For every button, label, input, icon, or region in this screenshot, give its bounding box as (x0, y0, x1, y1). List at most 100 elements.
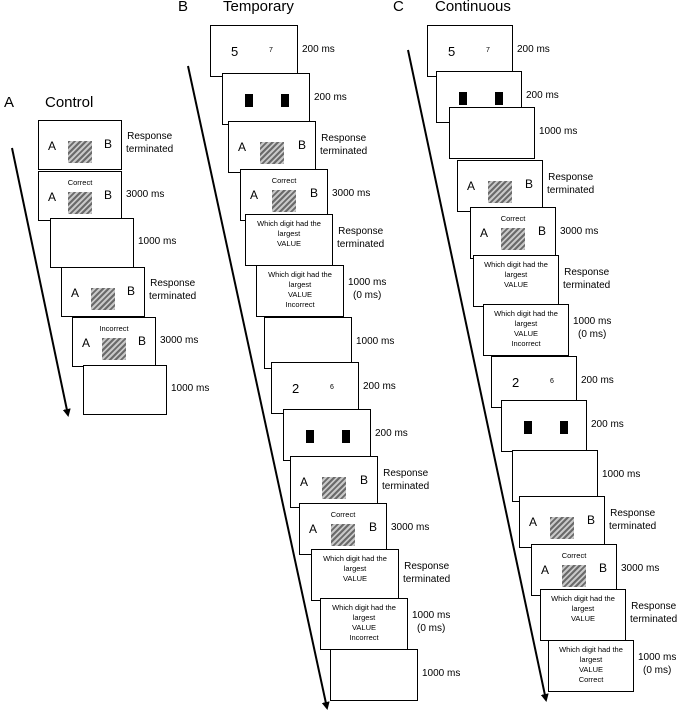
stimulus-screen (83, 365, 167, 415)
timing-line: 3000 ms (160, 334, 199, 346)
timing-line: 200 ms (517, 43, 550, 55)
question-line: VALUE (287, 290, 313, 299)
timing-label: 1000 ms (539, 125, 577, 138)
timing-label: 3000 ms (332, 187, 370, 200)
question-line: Incorrect (349, 633, 379, 642)
panel-letter: B (178, 0, 189, 15)
question-line: Incorrect (511, 339, 541, 348)
timing-line: 200 ms (591, 418, 624, 430)
grating-stimulus (68, 141, 92, 163)
timing-line: 1000 ms (348, 277, 387, 288)
stimulus-screen (264, 317, 352, 369)
timing-label: 1000 ms (602, 468, 640, 481)
timing-line: Response (548, 172, 594, 183)
digit-left: 5 (448, 44, 456, 59)
timing-label: 3000 ms (621, 562, 659, 575)
timing-label: 200 ms (314, 91, 347, 104)
timing-line: Response (150, 278, 196, 289)
timing-line: terminated (149, 291, 197, 302)
digit-right: 6 (550, 378, 554, 385)
choice-label-b: B (368, 520, 377, 534)
timing-line: 3000 ms (621, 562, 660, 574)
choice-label-a: A (300, 475, 309, 489)
choice-label-b: B (103, 188, 112, 202)
grating-stimulus (501, 228, 525, 250)
timing-line: 200 ms (375, 427, 408, 439)
panel-letter: C (393, 0, 404, 15)
question-line: Which digit had the (559, 645, 623, 654)
choice-label-b: B (524, 177, 533, 191)
digit-left: 2 (292, 381, 300, 396)
stimulus-screen (512, 450, 598, 502)
question-line: largest (343, 564, 367, 573)
timing-line: 200 ms (302, 43, 335, 55)
grating-stimulus (272, 190, 296, 212)
choice-label-a: A (82, 336, 91, 350)
timing-label: 1000 ms (356, 335, 394, 348)
choice-label-a: A (309, 522, 318, 536)
digit-left: 2 (512, 375, 520, 390)
timing-label: 1000 ms(0 ms) (638, 651, 676, 677)
timing-line: Response (321, 133, 367, 144)
digit-left: 5 (231, 44, 239, 59)
timing-label: 1000 ms (138, 235, 176, 248)
timing-line: Response (338, 226, 384, 237)
grating-stimulus (68, 192, 92, 214)
panel-title: Control (45, 94, 94, 111)
timing-line: 3000 ms (560, 225, 599, 237)
timing-label: 200 ms (517, 43, 550, 56)
mask-bar-right (281, 94, 289, 107)
grating-stimulus (331, 524, 355, 546)
choice-label-b: B (297, 138, 306, 152)
choice-label-b: B (537, 224, 546, 238)
timing-label: 200 ms (581, 374, 614, 387)
choice-label-b: B (137, 334, 146, 348)
timing-line: 1000 ms (539, 125, 578, 137)
timing-label: 3000 ms (391, 521, 429, 534)
timing-label: Response terminated (547, 171, 594, 197)
mask-bar-right (342, 430, 350, 443)
choice-label-a: A (250, 188, 259, 202)
grating-stimulus (102, 338, 126, 360)
grating-stimulus (488, 181, 512, 203)
timing-line: (0 ms) (417, 623, 446, 634)
timing-line: Response (564, 267, 610, 278)
timing-line: terminated (630, 614, 678, 625)
stimulus-screen (449, 107, 535, 159)
timing-line: terminated (547, 185, 595, 196)
timing-line: 1000 ms (356, 335, 395, 347)
choice-label-b: B (103, 137, 112, 151)
panel-title: Temporary (223, 0, 294, 15)
question-line: largest (504, 270, 528, 279)
choice-label-b: B (586, 513, 595, 527)
question-line: VALUE (570, 614, 596, 623)
time-arrow (407, 49, 549, 702)
choice-label-a: A (529, 515, 538, 529)
timing-label: 200 ms (526, 89, 559, 102)
stimulus-screen (330, 649, 418, 701)
mask-bar-right (560, 421, 568, 434)
timing-line: 1000 ms (171, 382, 210, 394)
